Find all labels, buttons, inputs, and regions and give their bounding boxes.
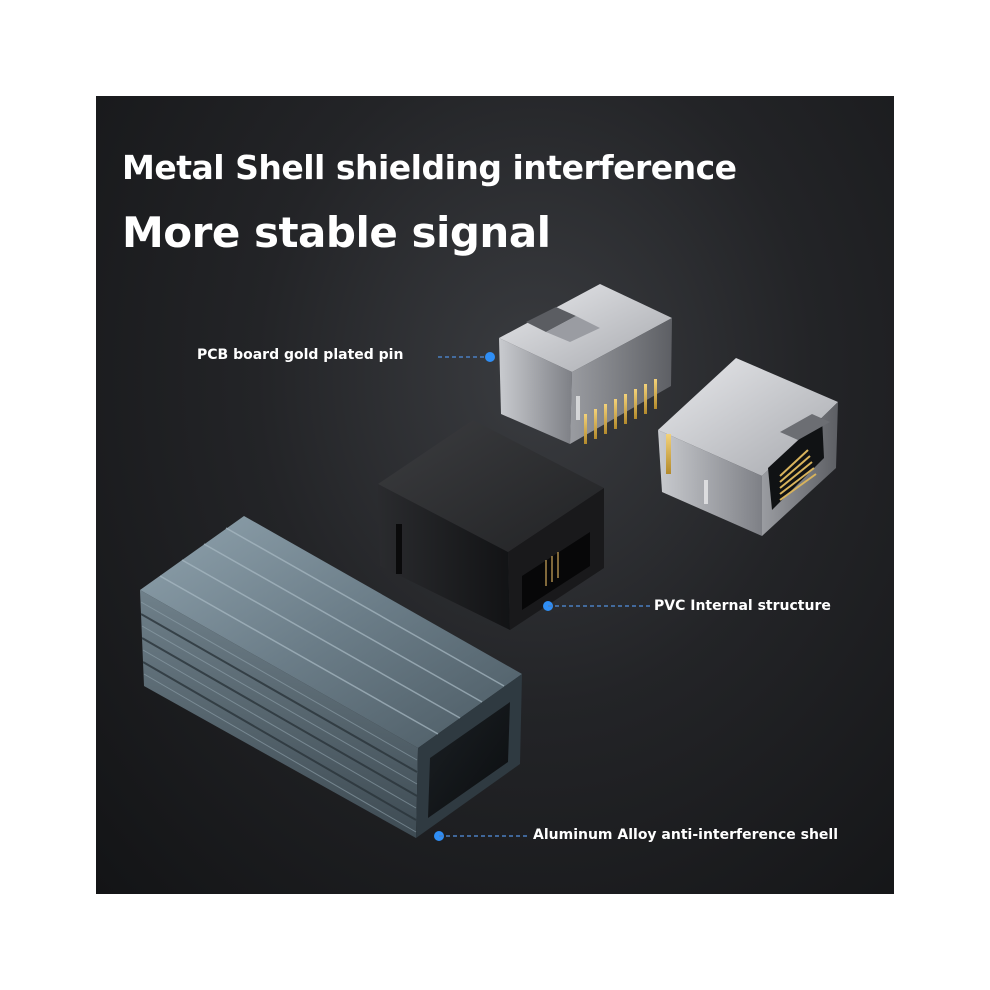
product-panel: Metal Shell shielding interference More … [96, 96, 894, 894]
rj45-jack-front [658, 358, 838, 536]
aluminum-alloy-shell [140, 516, 522, 838]
headline-secondary: More stable signal [122, 208, 551, 257]
headline-primary: Metal Shell shielding interference [122, 148, 737, 187]
callout-pcb-gold-pin: PCB board gold plated pin [197, 347, 404, 363]
callout-pvc-structure: PVC Internal structure [654, 598, 831, 614]
callout-aluminum-shell: Aluminum Alloy anti-interference shell [533, 827, 839, 843]
callout-leader-shell [434, 831, 530, 841]
pvc-internal-structure [378, 420, 604, 630]
callout-leader-pvc [543, 601, 652, 611]
exploded-connector-illustration [140, 284, 838, 841]
rj45-jack-back [499, 284, 672, 444]
callout-leader-pcb [438, 352, 495, 362]
